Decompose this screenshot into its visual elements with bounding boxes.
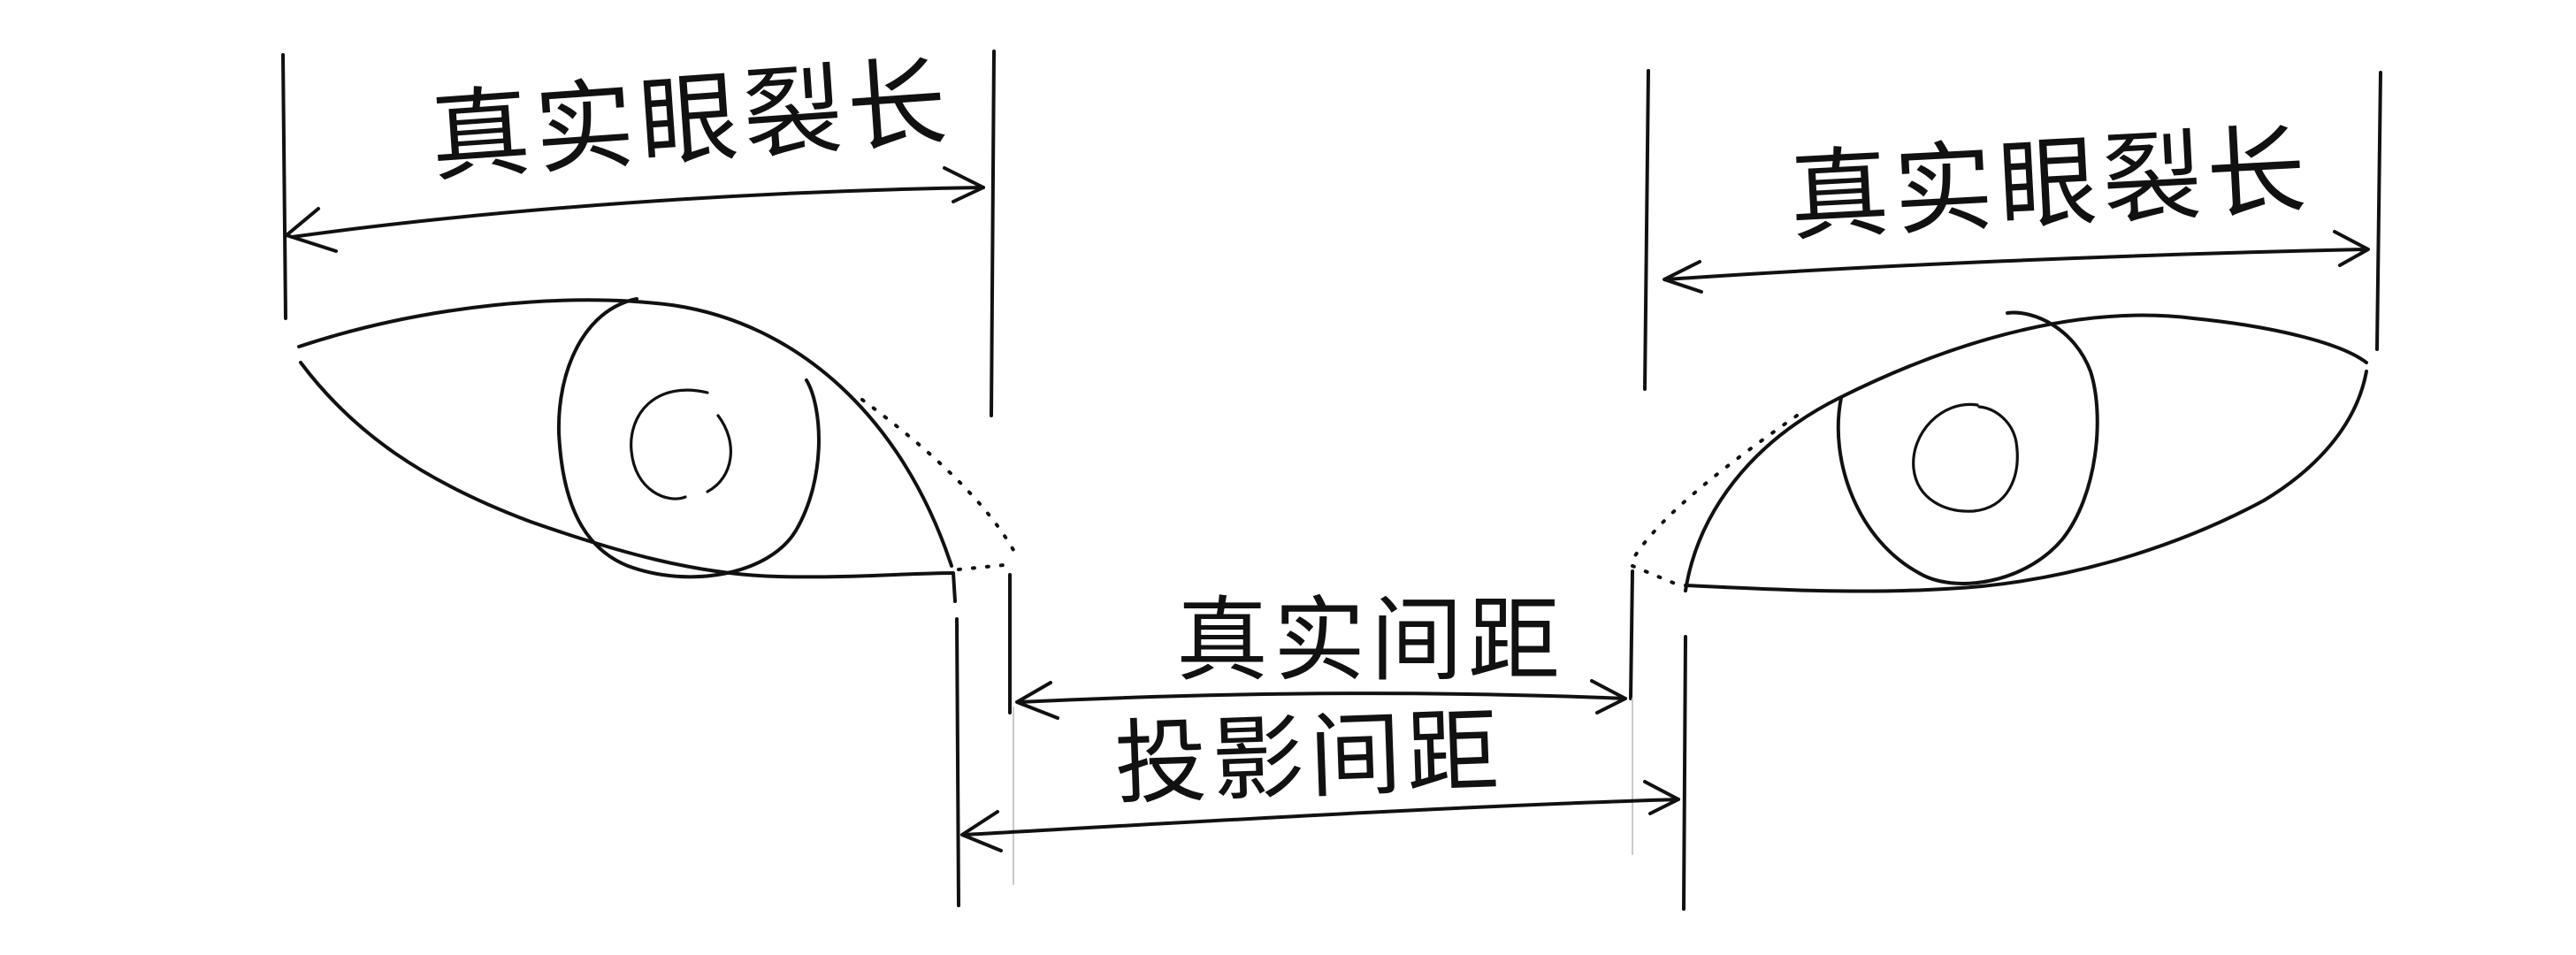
true-distance-arrowhead-right	[1590, 679, 1627, 714]
right-eye-corner-dotted-extension	[1632, 414, 1799, 559]
left-arrowhead-left	[285, 207, 338, 253]
left-eye-corner-dotted-extension	[860, 398, 1015, 552]
right-eye-length-arrow	[1663, 230, 2370, 294]
right-eye-pupil	[1912, 402, 2019, 513]
true-distance-label: 真实间距	[1176, 586, 1565, 694]
left-eye-length-arrow	[285, 166, 985, 253]
left-eye-outer-guide-line	[281, 53, 287, 320]
left-eye-inner-corner-dotted	[957, 562, 1015, 571]
right-eye-inner-guide-line	[1643, 69, 1650, 391]
projected-distance-arrowhead-right	[1643, 780, 1680, 815]
right-eye-inner-corner-dotted	[1631, 564, 1685, 589]
right-eye-iris	[1836, 310, 2099, 585]
right-eye	[1631, 310, 2368, 593]
projected-distance-label: 投影间距	[1113, 697, 1506, 818]
right-eye-lower-lid	[1684, 370, 2368, 593]
left-eye	[297, 297, 1015, 603]
true-distance-arrow	[1015, 679, 1627, 720]
projected-distance-left-guide	[955, 617, 960, 907]
right-eye-length-label: 真实眼裂长	[1787, 113, 2314, 256]
left-eye-lower-lid	[299, 361, 957, 603]
true-distance-arrowhead-left	[1015, 681, 1059, 720]
left-arrowhead-right	[943, 166, 985, 203]
projected-distance-arrowhead-left	[960, 810, 1003, 852]
right-eye-outer-guide-line	[2375, 71, 2382, 351]
left-eye-upper-lid	[297, 298, 953, 568]
left-eye-inner-guide-line	[990, 50, 996, 417]
left-eye-length-label: 真实眼裂长	[427, 45, 956, 196]
projected-distance-right-guide	[1682, 635, 1687, 911]
right-eye-upper-lid	[1684, 313, 2368, 592]
projected-distance-arrow	[960, 780, 1680, 852]
left-eye-iris	[556, 297, 821, 579]
left-eye-pupil	[630, 388, 732, 500]
right-arrowhead-left	[1663, 260, 1703, 294]
right-arrowhead-right	[2333, 230, 2370, 267]
true-distance-right-guide	[1629, 569, 1634, 700]
